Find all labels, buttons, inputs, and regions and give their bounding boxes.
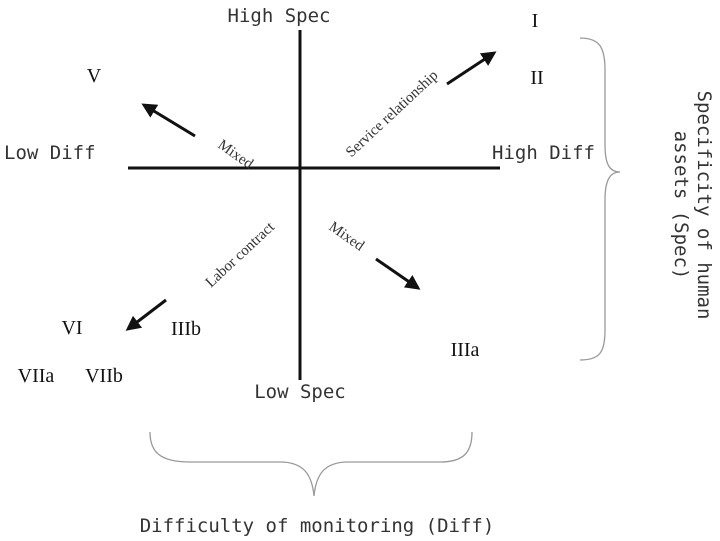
diff-dimension-label: Difficulty of monitoring (Diff)	[140, 515, 495, 537]
axis-label-high-diff: High Diff	[492, 142, 595, 164]
class-i-label: I	[532, 10, 539, 32]
spec-dimension-label-line2: assets (Spec)	[670, 131, 692, 280]
class-ii-label: II	[530, 67, 543, 89]
arrow-upper-right	[446, 51, 497, 86]
class-iiia-label: IIIa	[451, 339, 480, 361]
axis-label-high-spec: High Spec	[228, 5, 331, 27]
arrow-lower-left	[125, 298, 167, 331]
class-viia-label: VIIa	[18, 365, 55, 387]
axis-label-low-diff: Low Diff	[4, 142, 96, 164]
class-viib-label: VIIb	[85, 365, 123, 387]
diff-brace	[149, 431, 473, 497]
labor-contract-label: Labor contract	[203, 219, 279, 291]
arrow-upper-left	[141, 103, 196, 138]
arrow-lower-right	[375, 257, 421, 290]
class-vi-label: VI	[61, 317, 82, 339]
class-v-label: V	[87, 65, 102, 87]
spec-brace	[579, 37, 621, 361]
mixed-lower-right-label: Mixed	[326, 219, 368, 255]
axis-label-low-spec: Low Spec	[254, 381, 346, 403]
spec-dimension-label-line1: Specificity of human	[693, 91, 715, 320]
service-relationship-label: Service relationship	[343, 67, 441, 160]
class-iiib-label: IIIb	[171, 318, 201, 340]
